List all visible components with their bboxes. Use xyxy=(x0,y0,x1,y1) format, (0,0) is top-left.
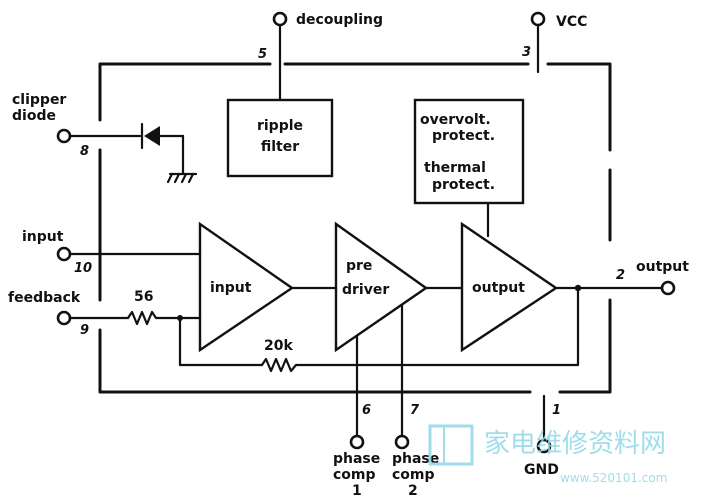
overvolt-label-1: overvolt. xyxy=(420,112,491,128)
clipper-diode-terminal: clipper diode 8 xyxy=(12,92,142,159)
vcc-terminal: VCC 3 xyxy=(522,11,587,74)
ripple-filter-label-1: ripple xyxy=(257,118,303,134)
pin-1-label: 1 xyxy=(552,403,561,418)
clipper-diode-symbol xyxy=(140,122,198,184)
pre-driver-label-1: pre xyxy=(346,258,372,274)
protection-block: overvolt. protect. thermal protect. xyxy=(413,98,525,238)
pin-6-label: 6 xyxy=(362,403,371,418)
input-amplifier: input xyxy=(198,221,338,353)
ripple-filter-label-2: filter xyxy=(261,139,299,155)
watermark: 家电维修资料网 www.520101.com xyxy=(428,424,667,485)
resistor-56-label: 56 xyxy=(134,289,153,305)
feedback-loop: 20k xyxy=(178,286,580,373)
input-amplifier-label: input xyxy=(210,280,252,296)
feedback-terminal: feedback 9 56 xyxy=(8,289,202,338)
phase-comp-1-label-2: comp xyxy=(333,467,376,483)
ripple-filter-block: ripple filter xyxy=(226,98,334,178)
thermal-label-1: thermal xyxy=(424,160,486,176)
input-label: input xyxy=(22,229,64,245)
watermark-chinese: 家电维修资料网 xyxy=(484,429,666,459)
phase-comp-2-label-3: 2 xyxy=(408,483,418,499)
vcc-label: VCC xyxy=(556,14,587,30)
decoupling-label: decoupling xyxy=(296,12,383,28)
watermark-url: www.520101.com xyxy=(560,471,667,485)
phase-comp-2-label-1: phase xyxy=(392,451,439,467)
output-terminal: output 2 xyxy=(616,259,689,296)
pin-7-label: 7 xyxy=(410,403,420,418)
pin-5-label: 5 xyxy=(258,47,267,62)
phase-comp-2-terminal: 7 phase comp 2 xyxy=(392,303,439,499)
decoupling-terminal: decoupling 5 xyxy=(258,11,383,102)
input-terminal: input 10 xyxy=(22,229,202,276)
feedback-label: feedback xyxy=(8,290,81,306)
resistor-20k-label: 20k xyxy=(264,338,293,354)
pin-8-label: 8 xyxy=(80,144,89,159)
pre-driver-amplifier: pre driver xyxy=(334,221,464,353)
pin-3-label: 3 xyxy=(522,45,531,60)
gnd-terminal: 1 GND xyxy=(524,394,561,478)
pin-9-label: 9 xyxy=(80,323,89,338)
phase-comp-2-label-2: comp xyxy=(392,467,435,483)
phase-comp-1-terminal: 6 phase comp 1 xyxy=(333,334,380,499)
pre-driver-label-2: driver xyxy=(342,282,389,298)
pin-10-label: 10 xyxy=(74,261,92,276)
phase-comp-1-label-1: phase xyxy=(333,451,380,467)
output-label: output xyxy=(636,259,689,275)
clipper-label-2: diode xyxy=(12,108,56,124)
overvolt-label-2: protect. xyxy=(432,128,495,144)
pin-2-label: 2 xyxy=(616,268,625,283)
gnd-label: GND xyxy=(524,462,559,478)
output-amplifier-label: output xyxy=(472,280,525,296)
chip-outline xyxy=(98,62,612,394)
phase-comp-1-label-3: 1 xyxy=(352,483,362,499)
thermal-label-2: protect. xyxy=(432,177,495,193)
output-amplifier: output xyxy=(460,221,664,353)
clipper-label-1: clipper xyxy=(12,92,66,108)
